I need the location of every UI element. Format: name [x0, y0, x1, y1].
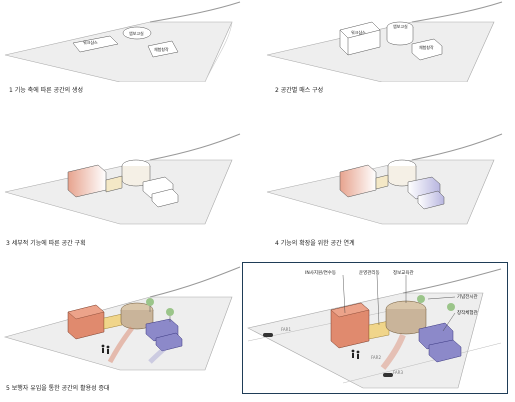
- step4-caption: 4 기능의 확장을 위한 공간 연계: [275, 240, 355, 247]
- step2-site-drawing: [266, 1, 503, 82]
- road-label-1: FAR1: [281, 327, 291, 332]
- step4-site-drawing: [266, 133, 503, 225]
- plan-label-c: 체험창작: [154, 47, 169, 52]
- step5-site-drawing: [3, 266, 241, 371]
- road-label-3: FAR3: [393, 370, 403, 375]
- detail-site-drawing: [247, 268, 502, 389]
- mass-label-c: 체험창작: [419, 45, 434, 50]
- detail-label-1: IN사지원/연수동: [305, 271, 337, 276]
- detail-label-2: 운영관리동: [359, 271, 380, 276]
- detail-label-4: 기념전시관: [457, 295, 478, 300]
- mass-label-a: 워크샵스: [351, 30, 366, 35]
- detail-label-3: 정보교육관: [393, 271, 414, 276]
- road-label-2: FAR2: [371, 355, 381, 360]
- step2-diagram: 워크샵스 앱보고실 체험창작: [262, 0, 512, 82]
- step3-site-drawing: [4, 133, 241, 225]
- step1-caption: 1 기능 축에 따른 공간의 생성: [9, 87, 84, 94]
- detail-frame: IN사지원/연수동 운영관리동 정보교육관 기념전시관 창작체험관 FAR1 F…: [242, 262, 508, 394]
- step1-site-drawing: [4, 1, 241, 82]
- step4-diagram: [262, 132, 512, 227]
- step5-diagram: [0, 262, 250, 372]
- detail-label-5: 창작체험관: [457, 311, 478, 316]
- step1-diagram: 워크샵스 앱보고실 체험창작: [0, 0, 250, 82]
- step2-caption: 2 공간별 매스 구성: [275, 87, 324, 94]
- step3-diagram: [0, 132, 250, 227]
- plan-label-a: 워크샵스: [83, 40, 98, 45]
- mass-label-b: 앱보고실: [393, 24, 408, 29]
- plan-label-b: 앱보고실: [129, 31, 144, 36]
- step3-caption: 3 세부적 기능에 따른 공간 구획: [6, 240, 86, 247]
- step5-caption: 5 보행자 유입을 통한 공간의 활용성 증대: [6, 385, 110, 392]
